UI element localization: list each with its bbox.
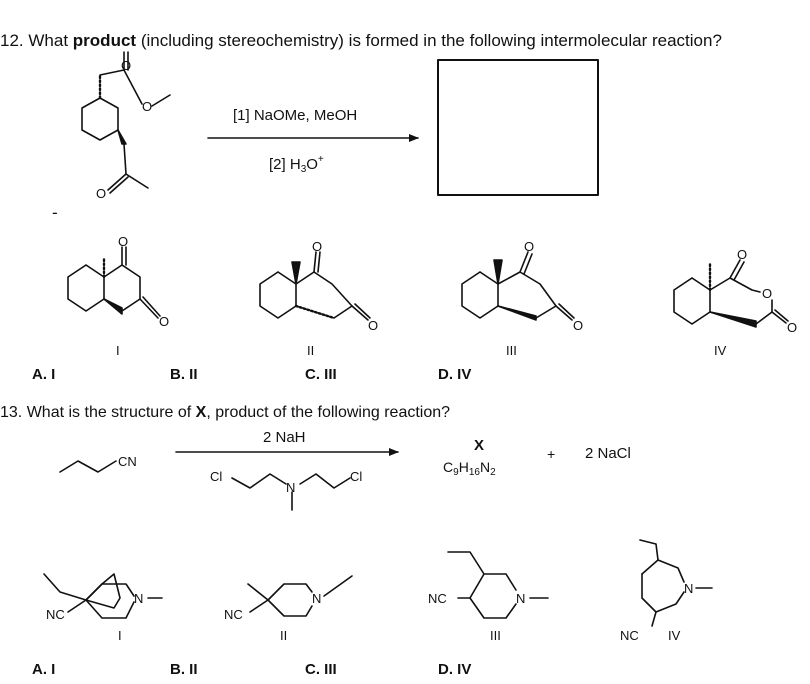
q12-choice-d[interactable]: D. IV xyxy=(438,366,472,383)
q13-reagent-amine xyxy=(231,473,351,511)
q13-byproduct: 2 NaCl xyxy=(585,445,631,462)
atom-o-c4-ring: O xyxy=(762,286,772,301)
q13-structure-3 xyxy=(447,551,549,619)
atom-cl-left: Cl xyxy=(210,469,222,484)
atom-nc-s1: NC xyxy=(46,607,65,622)
q12-choice-c[interactable]: C. III xyxy=(305,366,337,383)
q13-roman-2: II xyxy=(280,628,288,643)
q12-dash: - xyxy=(52,203,58,222)
q13-nitrile-chain xyxy=(59,460,117,473)
atom-n-s3: N xyxy=(516,591,525,606)
atom-o-c2-ring: O xyxy=(368,318,378,333)
q13-text-post: , product of the following reaction? xyxy=(206,404,451,421)
q13-number: 13. xyxy=(0,404,23,421)
q12-number: 12. xyxy=(0,31,24,50)
q12-roman-2: II xyxy=(307,343,315,358)
atom-o-c1-top: O xyxy=(118,234,128,249)
atom-o-c2-top: O xyxy=(312,239,322,254)
q12-starting-material xyxy=(81,51,171,194)
atom-n-s2: N xyxy=(312,591,321,606)
q12-compound-4 xyxy=(673,259,789,328)
q12-roman-4: IV xyxy=(714,343,727,358)
atom-o-sm-ester: O xyxy=(142,99,152,114)
q12-reagent-1: [1] NaOMe, MeOH xyxy=(233,107,358,124)
q12-text-bold: product xyxy=(72,31,137,50)
atom-n-s4: N xyxy=(684,581,693,596)
q13-product-x: X xyxy=(474,437,485,454)
atom-nc-s4: NC xyxy=(620,628,639,643)
q12-roman-1: I xyxy=(116,343,120,358)
atom-o-sm-ketone: O xyxy=(96,186,106,201)
q13-roman-1: I xyxy=(118,628,122,643)
q12-text-pre: What xyxy=(28,31,69,50)
q13-choice-c[interactable]: C. III xyxy=(305,661,337,678)
q12-compound-1 xyxy=(67,246,161,319)
atom-nc-s2: NC xyxy=(224,607,243,622)
atom-o-c4-top: O xyxy=(737,247,747,262)
q12-question: 12. What product (including stereochemis… xyxy=(0,31,722,51)
q12-text-post: (including stereochemistry) is formed in… xyxy=(140,31,722,50)
q12-reagent-2: [2] H3O+ xyxy=(269,154,324,175)
q13-formula: C9H16N2 xyxy=(443,459,496,478)
q12-roman-3: III xyxy=(506,343,517,358)
q13-reagent-nah: 2 NaH xyxy=(263,429,306,446)
atom-o-c3-top: O xyxy=(524,239,534,254)
atom-o-c3-ring: O xyxy=(573,318,583,333)
q13-question: 13. What is the structure of X, product … xyxy=(0,403,450,423)
q13-text-pre: What is the structure of xyxy=(26,404,192,421)
q12-answer-box xyxy=(437,59,599,196)
q12-compound-3 xyxy=(461,251,575,321)
q13-roman-4: IV xyxy=(668,628,681,643)
q13-choice-d[interactable]: D. IV xyxy=(438,661,472,678)
q13-choice-b[interactable]: B. II xyxy=(170,661,198,678)
q12-choice-a[interactable]: A. I xyxy=(32,366,56,383)
atom-n-reagent: N xyxy=(286,480,295,495)
atom-nc-s3: NC xyxy=(428,591,447,606)
atom-o-sm-carbonyl: O xyxy=(121,58,131,73)
atom-cl-right: Cl xyxy=(350,469,362,484)
atom-o-c4-carbonyl: O xyxy=(787,320,797,335)
atom-o-c1-ring: O xyxy=(159,314,169,329)
q13-structure-2 xyxy=(247,575,353,617)
q13-plus: + xyxy=(547,446,556,462)
q13-text-bold: X xyxy=(195,404,207,421)
q12-compound-2 xyxy=(259,251,371,321)
q13-structure-1 xyxy=(43,573,163,619)
q13-structure-4 xyxy=(639,539,713,627)
atom-n-s1: N xyxy=(134,591,143,606)
atom-cn-reactant: CN xyxy=(118,454,137,469)
q12-choice-b[interactable]: B. II xyxy=(170,366,198,383)
q13-choice-a[interactable]: A. I xyxy=(32,661,56,678)
q13-roman-3: III xyxy=(490,628,501,643)
